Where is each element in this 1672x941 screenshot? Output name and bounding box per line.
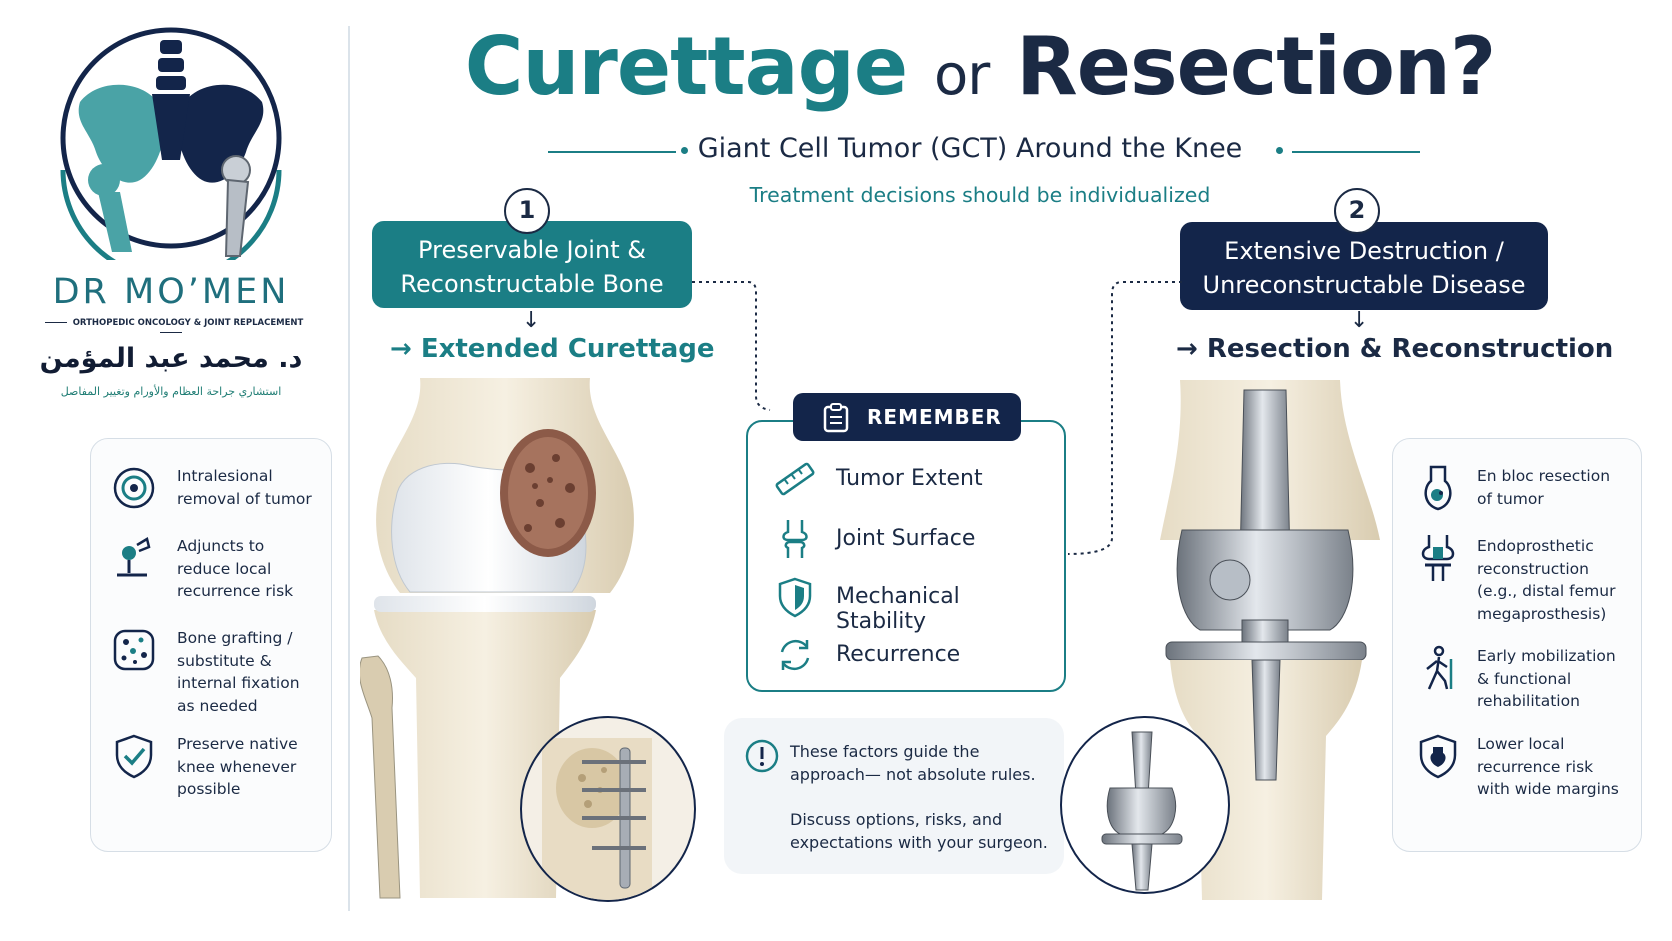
note-text-2: Discuss options, risks, and expectations… bbox=[790, 810, 1048, 852]
joint-icon bbox=[782, 520, 808, 558]
remember-item-text: Tumor Extent bbox=[836, 466, 983, 491]
connector-right bbox=[1067, 281, 1182, 555]
option1-item-text: Adjuncts to reduce local recurrence risk bbox=[177, 537, 294, 600]
prosthesis-inset bbox=[1060, 716, 1230, 894]
shield-icon bbox=[778, 577, 812, 618]
alert-icon bbox=[745, 739, 779, 773]
option1-item-text: Bone grafting / substitute & internal fi… bbox=[177, 629, 300, 715]
subtitle-dot-left bbox=[681, 147, 688, 154]
arrow-down-icon: ↓ bbox=[522, 308, 541, 333]
option2-number-badge: 2 bbox=[1334, 188, 1380, 234]
note-box: These factors guide the approach— not ab… bbox=[724, 718, 1064, 874]
shield-bone-icon bbox=[1419, 734, 1457, 779]
shield-check-icon bbox=[115, 734, 153, 779]
option2-item-text: En bloc resection of tumor bbox=[1477, 467, 1611, 508]
remember-item-text: Recurrence bbox=[836, 642, 961, 667]
option1-result: → Extended Curettage bbox=[390, 334, 715, 364]
option2-item-text: Endoprosthetic reconstruction (e.g., dis… bbox=[1477, 537, 1616, 623]
option2-details-card: En bloc resection of tumor Endoprostheti… bbox=[1392, 438, 1642, 852]
remember-box: Tumor Extent Joint Surface Mechanical St… bbox=[746, 420, 1066, 692]
option1-number-badge: 1 bbox=[504, 188, 550, 234]
walking-person-icon bbox=[1426, 645, 1453, 690]
prosthesis-detail-illustration bbox=[1101, 731, 1183, 891]
remember-item-text: Mechanical Stability bbox=[836, 584, 960, 634]
curettage-fixation-inset bbox=[520, 716, 696, 902]
option2-item-text: Early mobilization & functional rehabili… bbox=[1477, 647, 1616, 710]
remember-item: Tumor Extent bbox=[774, 458, 1054, 504]
plate-fixation-illustration bbox=[542, 738, 652, 900]
page-tagline: Treatment decisions should be individual… bbox=[749, 183, 1211, 207]
brand-arabic-name: د. محمد عبد المؤمن bbox=[39, 343, 303, 374]
brand-name: DR MO’MEN bbox=[52, 272, 290, 312]
subtitle-rule-left bbox=[548, 151, 676, 153]
remember-heading: REMEMBER bbox=[793, 393, 1021, 441]
recurrence-icon bbox=[780, 639, 810, 671]
bone-tumor-icon bbox=[1424, 465, 1452, 511]
connector-left bbox=[692, 281, 771, 411]
knee-curettage-illustration bbox=[360, 378, 634, 899]
page-title: Curettage or Resection? bbox=[464, 20, 1497, 113]
option1-details-card: Intralesional removal of tumor Adjuncts … bbox=[90, 438, 332, 852]
page-subtitle: Giant Cell Tumor (GCT) Around the Knee bbox=[697, 133, 1243, 164]
option1-condition: Preservable Joint & Reconstructable Bone bbox=[372, 221, 692, 308]
option2-condition: Extensive Destruction / Unreconstructabl… bbox=[1180, 222, 1548, 310]
subtitle-rule-right bbox=[1292, 151, 1420, 153]
brand-arabic-subtitle: استشاري جراحة العظام والأورام وتغيير الم… bbox=[60, 385, 282, 398]
remember-item: Joint Surface bbox=[774, 518, 1054, 564]
remember-item: Mechanical Stability bbox=[774, 576, 1054, 634]
dropper-icon bbox=[117, 537, 151, 577]
clipboard-icon bbox=[823, 403, 849, 433]
vertical-divider bbox=[348, 26, 350, 911]
option2-item-text: Lower local recurrence risk with wide ma… bbox=[1477, 735, 1619, 798]
arrow-down-icon: ↓ bbox=[1350, 308, 1369, 333]
subtitle-dot-right bbox=[1276, 147, 1283, 154]
target-icon bbox=[113, 467, 155, 509]
option2-result: → Resection & Reconstruction bbox=[1176, 334, 1614, 364]
graft-icon bbox=[113, 629, 155, 671]
option1-item-text: Intralesional removal of tumor bbox=[177, 467, 312, 508]
clinic-logo-icon bbox=[60, 27, 282, 260]
remember-item-text: Joint Surface bbox=[836, 526, 976, 551]
option1-item-text: Preserve native knee whenever possible bbox=[177, 735, 298, 798]
brand-tagline: ORTHOPEDIC ONCOLOGY & JOINT REPLACEMENT bbox=[30, 318, 312, 338]
ruler-icon bbox=[775, 462, 815, 496]
prosthesis-icon bbox=[1421, 535, 1455, 581]
remember-item: Recurrence bbox=[774, 634, 1054, 680]
note-text-1: These factors guide the approach— not ab… bbox=[790, 742, 1036, 784]
